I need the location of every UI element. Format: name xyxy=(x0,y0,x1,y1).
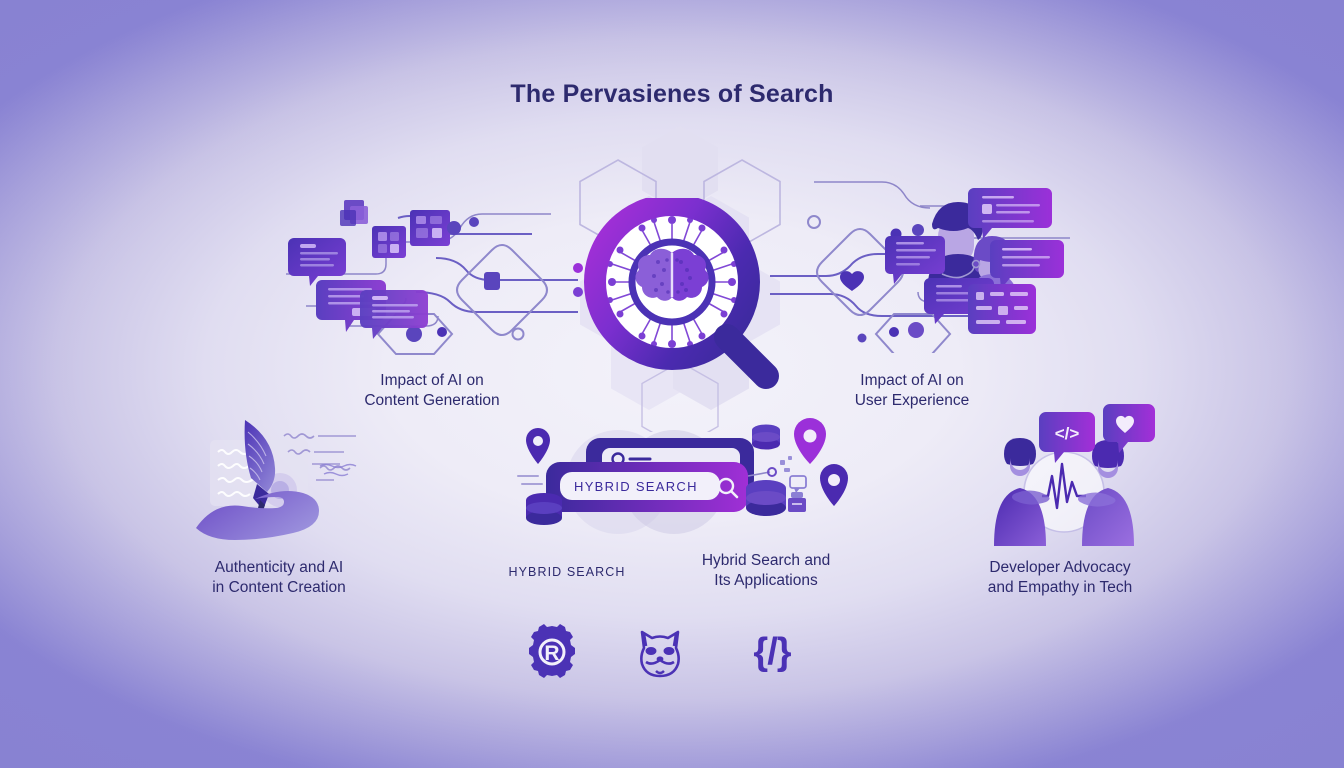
label-hybrid-search-caption: HYBRID SEARCH xyxy=(477,562,657,582)
chip-node xyxy=(340,200,368,226)
fox-face-icon xyxy=(632,624,688,680)
code-bubble: </> xyxy=(1039,412,1095,463)
page-title: The Pervasienes of Search xyxy=(510,80,834,108)
magnifier-brain-graphic xyxy=(580,198,790,393)
label-line-2: in Content Creation xyxy=(212,579,346,596)
chat-bubble-group xyxy=(288,238,346,286)
quill-hand-illustration xyxy=(188,412,388,550)
map-pin-icon xyxy=(820,464,848,506)
label-line-1: Impact of AI on xyxy=(860,372,964,389)
label-authenticity-ai-content: Authenticity and AI in Content Creation xyxy=(179,558,379,598)
label-impact-content-generation: Impact of AI on Content Generation xyxy=(332,371,532,411)
label-impact-user-experience: Impact of AI on User Experience xyxy=(812,371,1012,411)
database-icon xyxy=(526,493,562,525)
label-line-2: Its Applications xyxy=(714,572,818,589)
developer-avatar-left xyxy=(994,438,1050,546)
label-line-1: Hybrid Search and xyxy=(701,552,831,569)
label-line-2: and Empathy in Tech xyxy=(987,579,1133,596)
code-brackets-icon: {/} xyxy=(753,630,791,673)
label-line-1: HYBRID SEARCH xyxy=(508,565,626,579)
chip-node xyxy=(372,226,406,258)
heart-bubble xyxy=(1103,404,1155,453)
chat-bubble-group xyxy=(968,284,1036,334)
chat-icon xyxy=(789,475,807,493)
chat-bubble-group xyxy=(990,240,1064,289)
bottom-icon-row: R {/} xyxy=(524,614,804,690)
label-line-2: Content Generation xyxy=(364,392,500,409)
label-hybrid-search-applications: Hybrid Search and Its Applications xyxy=(666,551,866,591)
label-line-2: User Experience xyxy=(854,392,970,409)
left-circuit-illustration xyxy=(286,196,586,366)
chat-bubble-group xyxy=(360,290,428,339)
right-circuit-illustration xyxy=(770,178,1070,353)
database-icon xyxy=(746,480,786,516)
svg-text:</>: </> xyxy=(1055,424,1080,443)
chip-node xyxy=(410,210,461,246)
label-line-1: Authenticity and AI xyxy=(214,559,344,576)
hybrid-search-illustration: HYBRID SEARCH xyxy=(508,416,858,552)
map-pin-icon xyxy=(794,418,826,464)
database-icon xyxy=(752,424,780,450)
label-line-1: Developer Advocacy xyxy=(989,559,1131,576)
server-icon xyxy=(788,492,806,512)
svg-text:HYBRID SEARCH: HYBRID SEARCH xyxy=(574,479,698,494)
developer-avatar-right xyxy=(1078,440,1134,546)
label-developer-advocacy: Developer Advocacy and Empathy in Tech xyxy=(960,558,1160,598)
gear-registered-glyph: R xyxy=(544,642,559,665)
developers-illustration: </> xyxy=(968,398,1160,546)
chat-bubble-group xyxy=(968,188,1052,239)
gear-registered-icon: R xyxy=(524,624,580,680)
label-line-1: Impact of AI on xyxy=(380,372,484,389)
chat-bubble-group xyxy=(885,236,945,284)
search-icon xyxy=(717,477,739,499)
map-pin-icon xyxy=(526,428,550,464)
